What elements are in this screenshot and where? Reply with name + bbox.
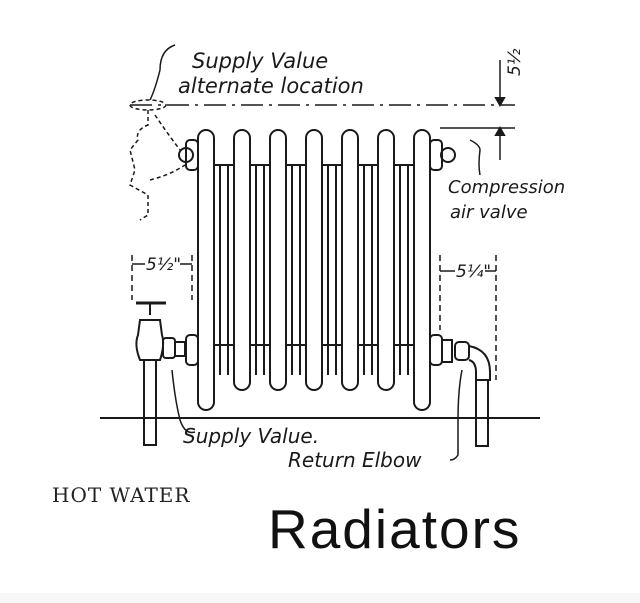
dim-right-offset: 5¼" bbox=[456, 262, 491, 282]
return-elbow bbox=[441, 339, 491, 447]
label-compression-2: air valve bbox=[450, 202, 528, 223]
label-supply-valve-alt-2: alternate location bbox=[178, 74, 364, 98]
label-supply-valve-alt-1: Supply Value bbox=[192, 49, 328, 73]
label-supply-valve: Supply Value. bbox=[183, 424, 319, 448]
supply-valve bbox=[135, 301, 186, 446]
dim-top-clearance: 5½ bbox=[505, 48, 525, 76]
title-radiators: Radiators bbox=[268, 498, 522, 560]
bottom-strip bbox=[0, 593, 640, 603]
label-return-elbow: Return Elbow bbox=[288, 448, 422, 472]
label-compression-1: Compression bbox=[448, 177, 565, 198]
dim-left-offset: 5½" bbox=[146, 255, 181, 275]
subtitle-hot-water: HOT WATER bbox=[52, 483, 191, 507]
alternate-valve bbox=[129, 99, 186, 221]
radiator-columns bbox=[197, 129, 431, 411]
